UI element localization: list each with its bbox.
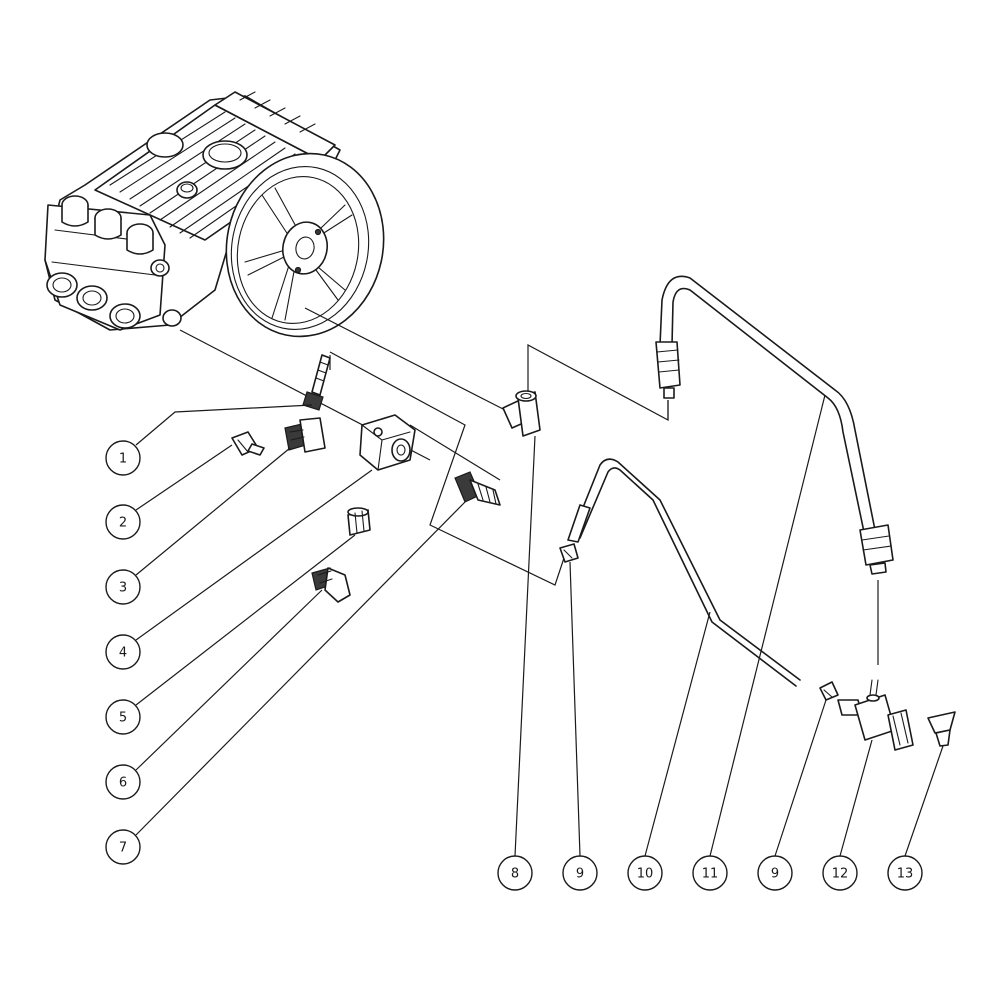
part-9-clamp-lower xyxy=(819,681,839,701)
callout-balloons: 1 2 3 4 5 6 7 8 xyxy=(105,440,923,891)
callout-label: 6 xyxy=(119,776,127,791)
callout-leader-lines xyxy=(135,394,944,857)
callout-label: 9 xyxy=(771,867,779,882)
callout-3: 3 xyxy=(105,569,141,605)
part-6-threaded-elbow xyxy=(311,567,351,603)
pump-top-plugs xyxy=(61,195,154,255)
part-7-hose-barb xyxy=(454,471,501,506)
callout-label: 13 xyxy=(897,867,914,882)
part-9-clamp-upper xyxy=(559,543,579,563)
callout-13: 13 xyxy=(887,855,923,891)
callout-9a: 9 xyxy=(562,855,598,891)
callout-label: 8 xyxy=(511,867,519,882)
part-12-injector xyxy=(837,679,914,751)
part-3-elbow xyxy=(284,417,326,453)
callout-12: 12 xyxy=(822,855,858,891)
callout-label: 10 xyxy=(637,867,654,882)
part-2-plug xyxy=(231,431,265,456)
part-8-elbow xyxy=(502,390,541,437)
callout-8: 8 xyxy=(497,855,533,891)
part-11-high-pressure-hose xyxy=(655,275,894,575)
callout-6: 6 xyxy=(105,764,141,800)
callout-label: 12 xyxy=(832,867,849,882)
callout-label: 4 xyxy=(119,646,127,661)
callout-1: 1 xyxy=(105,440,141,476)
part-5-coupling xyxy=(347,507,371,536)
callout-label: 2 xyxy=(119,516,127,531)
callout-label: 3 xyxy=(119,581,127,596)
callout-4: 4 xyxy=(105,634,141,670)
part-1-barbed-fitting xyxy=(302,354,331,411)
part-13-nozzle xyxy=(927,711,956,747)
callout-label: 5 xyxy=(119,711,127,726)
pump-pulley xyxy=(225,152,385,338)
callout-5: 5 xyxy=(105,699,141,735)
callout-2: 2 xyxy=(105,504,141,540)
pump-front-plugs xyxy=(46,272,141,329)
callout-label: 9 xyxy=(576,867,584,882)
callout-10: 10 xyxy=(627,855,663,891)
callout-label: 7 xyxy=(119,841,127,856)
callout-label: 11 xyxy=(702,867,719,882)
part-10-tube xyxy=(567,458,801,687)
callout-label: 1 xyxy=(119,452,127,467)
callout-11: 11 xyxy=(692,855,728,891)
callout-9b: 9 xyxy=(757,855,793,891)
callout-7: 7 xyxy=(105,829,141,865)
part-4-tee-block xyxy=(359,414,416,471)
